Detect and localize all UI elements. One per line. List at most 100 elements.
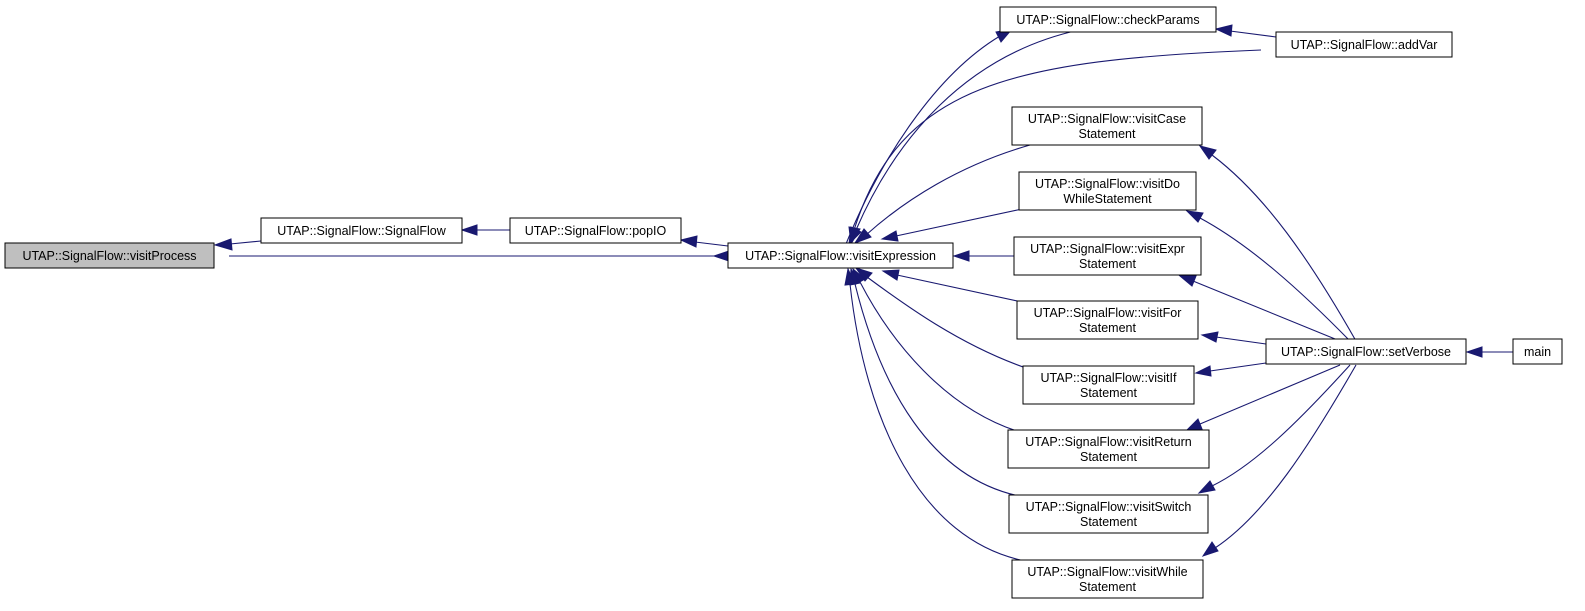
edge-setverbose-visitfor [1215,336,1267,345]
graph-edges [213,24,1513,562]
node-label: Statement [1079,257,1137,271]
node-label: UTAP::SignalFlow::visitProcess [22,249,196,263]
node-label: UTAP::SignalFlow::visitExpression [745,249,936,263]
edge-arrow-signalflow-visitprocess [213,238,233,251]
node-visit-if-statement-box [1022,365,1195,405]
node-set-verbose-box [1265,338,1467,365]
node-signal-flow-box [260,217,463,244]
node-visit-expression-box [727,242,954,269]
edge-arrow-setverbose-visitreturn [1185,418,1203,431]
edge-setverbose-visitdo [1199,217,1351,342]
node-label: Statement [1079,580,1137,594]
edge-arrow-visitexpr-visitexpression [952,250,970,262]
node-label: Statement [1079,321,1137,335]
edge-arrow-addvar-checkparams [1214,24,1233,37]
node-label: Statement [1080,386,1138,400]
node-set-verbose[interactable]: UTAP::SignalFlow::setVerbose [1265,338,1467,365]
edge-setverbose-visitswitch [1211,364,1351,487]
node-label: UTAP::SignalFlow::visitCase [1028,112,1186,126]
edge-arrow-addvar-visitexpression [848,226,861,246]
node-label: WhileStatement [1063,192,1152,206]
edge-arrow-setverbose-visitswitch [1197,480,1216,494]
edge-arrow-main-setverbose [1465,346,1483,358]
node-visit-do-while-statement-box [1018,171,1197,211]
node-check-params[interactable]: UTAP::SignalFlow::checkParams [999,6,1217,33]
edge-arrow-setverbose-visitexpr [1178,275,1197,287]
edge-arrow-setverbose-visitif [1194,365,1212,377]
node-visit-return-statement-box [1007,429,1210,469]
edge-visitfor-visitexpression [896,274,1023,303]
edge-visitif-visitexpression [866,276,1027,369]
graph-nodes: UTAP::SignalFlow::visitProcess UTAP::Sig… [4,6,1563,599]
edge-arrow-setverbose-visitcase [1198,145,1217,160]
edge-arrow-popio-signalflow [460,224,478,236]
node-label: UTAP::SignalFlow::popIO [525,224,667,238]
node-label: Statement [1080,515,1138,529]
edge-arrow-visitdo-visitexpression [880,230,899,242]
node-check-params-box [999,6,1217,33]
edge-visitexpression-checkparams [845,35,1001,245]
edge-addvar-checkparams [1229,30,1277,38]
edge-addvar-visitexpression [853,49,1262,231]
node-signal-flow[interactable]: UTAP::SignalFlow::SignalFlow [260,217,463,244]
node-visit-process[interactable]: UTAP::SignalFlow::visitProcess [4,242,215,269]
edge-setverbose-visitreturn [1199,364,1341,425]
node-label: Statement [1079,127,1137,141]
edge-arrow-visitwhile-visitexpression [844,267,856,286]
node-visit-expr-statement-box [1013,236,1202,276]
node-visit-switch-statement-box [1008,494,1209,534]
node-visit-expression[interactable]: UTAP::SignalFlow::visitExpression [727,242,954,269]
edge-arrow-visitexpression-visitprocess [712,250,730,262]
edge-visitexpression-popio [694,241,729,247]
node-label: main [1524,345,1551,359]
node-pop-io-box [509,217,682,244]
node-add-var[interactable]: UTAP::SignalFlow::addVar [1275,31,1453,58]
node-visit-process-box [4,242,215,269]
edge-visitwhile-visitexpression [849,283,1026,562]
node-visit-case-statement-box [1011,106,1203,146]
edge-visitcase-visitexpression [865,144,1031,236]
node-label: UTAP::SignalFlow::visitExpr [1030,242,1185,256]
node-label: UTAP::SignalFlow::checkParams [1016,13,1199,27]
node-label: Statement [1080,450,1138,464]
edge-arrow-visitfor-visitexpression [881,269,900,281]
edge-arrow-setverbose-visitdo [1185,210,1204,223]
edge-arrow-visitexpression-popio [679,235,698,248]
node-pop-io[interactable]: UTAP::SignalFlow::popIO [509,217,682,244]
node-label: UTAP::SignalFlow::visitFor [1034,306,1182,320]
node-label: UTAP::SignalFlow::visitIf [1041,371,1177,385]
node-label: UTAP::SignalFlow::visitDo [1035,177,1180,191]
edge-setverbose-visitexpr [1192,280,1341,342]
node-visit-for-statement-box [1016,300,1199,340]
edge-setverbose-visitcase [1211,154,1357,342]
edge-arrow-setverbose-visitwhile [1201,541,1219,557]
edge-visitswitch-visitexpression [854,283,1025,498]
node-add-var-box [1275,31,1453,58]
node-label: UTAP::SignalFlow::addVar [1291,38,1438,52]
edge-setverbose-visitif [1209,362,1267,372]
edge-visitreturn-visitexpression [859,281,1024,434]
edge-checkparams-visitexpression [855,29,1080,231]
edge-visitdo-visitexpression [895,208,1023,237]
edge-signalflow-visitprocess [229,240,262,245]
node-label: UTAP::SignalFlow::visitWhile [1027,565,1187,579]
node-label: UTAP::SignalFlow::visitReturn [1025,435,1192,449]
node-label: UTAP::SignalFlow::visitSwitch [1026,500,1192,514]
edge-arrow-setverbose-visitfor [1200,331,1219,343]
node-label: UTAP::SignalFlow::setVerbose [1281,345,1451,359]
edge-setverbose-visitwhile [1214,364,1357,549]
node-main[interactable]: main [1512,338,1563,365]
node-main-box [1512,338,1563,365]
node-label: UTAP::SignalFlow::SignalFlow [277,224,447,238]
edge-arrow-visitcase-visitexpression [853,228,872,244]
node-visit-while-statement-box [1011,559,1204,599]
